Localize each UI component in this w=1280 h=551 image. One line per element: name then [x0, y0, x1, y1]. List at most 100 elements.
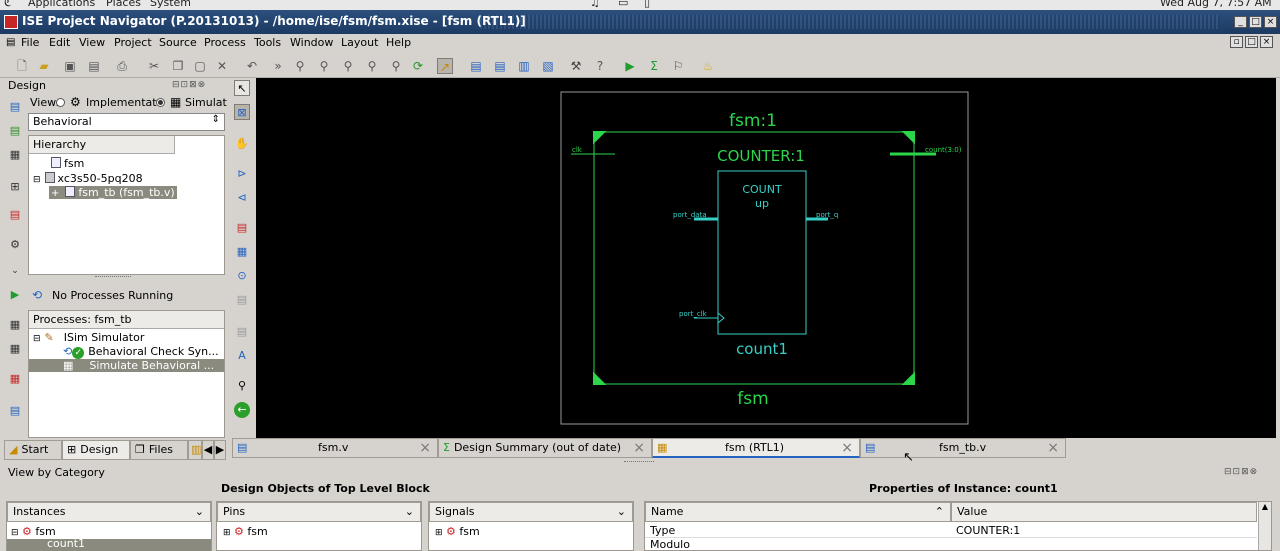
expand-icon[interactable]: +	[51, 188, 60, 199]
process-simulate[interactable]: ▦Simulate Behavioral ...	[29, 359, 224, 372]
save-icon[interactable]: ▣	[64, 59, 76, 73]
fsm-block[interactable]	[593, 131, 915, 385]
zoom-to-icon[interactable]: ⊙	[237, 269, 247, 282]
props-value-header[interactable]: Value	[951, 502, 1257, 522]
save-all-icon[interactable]: ▤	[88, 59, 100, 73]
telescope-icon[interactable]: ⚐	[672, 59, 684, 73]
battery-icon[interactable]: ▯	[644, 0, 651, 9]
find-icon[interactable]: ▤	[236, 293, 248, 306]
properties-icon[interactable]: ▤	[9, 208, 21, 221]
radio-simulation-label[interactable]: Simulat	[185, 96, 227, 109]
minimize-icon[interactable]: _	[1234, 16, 1247, 28]
tree-item-fsm-tb[interactable]: +fsm_tb (fsm_tb.v)	[49, 186, 177, 199]
mdi-restore-icon[interactable]: ▫	[1230, 36, 1243, 48]
go-back-icon[interactable]: ←	[234, 402, 250, 418]
cascade-icon[interactable]: ▤	[470, 59, 482, 73]
wrench-icon[interactable]: ⚒	[570, 59, 582, 73]
select-pointer-icon[interactable]: ↖	[234, 80, 250, 96]
process-step-icon[interactable]: ▦	[9, 342, 21, 355]
back-icon[interactable]: ⊲	[237, 191, 247, 204]
pin-fsm[interactable]: ⊞ ⚙ fsm	[223, 525, 268, 538]
menu-edit[interactable]: Edit	[49, 36, 71, 49]
close-tab-icon[interactable]: ×	[633, 440, 645, 456]
doc-tab-fsm-tb[interactable]: ▤fsm_tb.v×	[860, 438, 1066, 458]
network-icon[interactable]: ▭	[618, 0, 629, 9]
tile-horizontal-icon[interactable]: ▤	[494, 59, 506, 73]
clock[interactable]: Wed Aug 7, 7:57 AM	[1160, 0, 1272, 9]
menu-source[interactable]: Source	[159, 36, 197, 49]
places-menu[interactable]: Places	[106, 0, 141, 9]
menu-window[interactable]: Window	[290, 36, 334, 49]
scroll-up-icon[interactable]: ▲	[1261, 502, 1269, 511]
signal-fsm[interactable]: ⊞ ⚙ fsm	[435, 525, 480, 538]
doc-tab-fsm-v[interactable]: ▤fsm.v×	[232, 438, 438, 458]
expand-more-icon[interactable]: ⌄	[11, 266, 19, 276]
splitter-handle[interactable]	[95, 276, 131, 279]
app-menu-icon[interactable]: ▤	[6, 37, 16, 48]
add-copy-icon[interactable]: ▤	[9, 124, 21, 137]
zoom-in-icon[interactable]: ⚲	[295, 59, 305, 73]
mdi-maximize-icon[interactable]: □	[1245, 36, 1258, 48]
tab-scroll-left[interactable]: ◀	[202, 440, 214, 460]
tree-item-device[interactable]: ⊟xc3s50-5pq208	[33, 172, 143, 185]
close-tab-icon[interactable]: ×	[419, 440, 431, 456]
radio-implementation[interactable]	[56, 98, 65, 107]
process-view-icon[interactable]: ▤	[9, 404, 21, 417]
zoom-full-icon[interactable]: ⚲	[343, 59, 353, 73]
bottom-splitter-handle[interactable]	[624, 461, 654, 462]
instance-fsm[interactable]: ⊟ ⚙ fsm	[11, 525, 56, 538]
add-wire-icon[interactable]: ⊠	[234, 104, 250, 120]
system-menu[interactable]: System	[150, 0, 192, 9]
process-check-syntax[interactable]: ⟲✓Behavioral Check Syn...	[63, 345, 219, 359]
instance-count1[interactable]: count1	[7, 538, 211, 551]
count1-block[interactable]	[717, 170, 807, 335]
overflow-icon[interactable]: »	[274, 59, 282, 73]
close-tab-icon[interactable]: ×	[841, 440, 853, 456]
process-stop-icon[interactable]: ▦	[9, 372, 21, 385]
process-prop-icon[interactable]: ▦	[9, 318, 21, 331]
schematic-canvas[interactable]: fsm:1 fsm COUNTER:1 clk count(3:0) COUNT…	[256, 78, 1276, 438]
panel-controls-icon[interactable]: ⊟⊡⊠⊗	[172, 80, 207, 90]
prop-type-value[interactable]: COUNTER:1	[956, 524, 1021, 537]
zoom-area-icon[interactable]: ⚲	[367, 59, 377, 73]
sigma-icon[interactable]: Σ	[650, 59, 658, 73]
menu-view[interactable]: View	[79, 36, 106, 49]
instances-header[interactable]: Instances⌄	[7, 502, 211, 522]
push-in-icon[interactable]: ▦	[236, 245, 248, 258]
props-name-header[interactable]: Name⌃	[645, 502, 951, 522]
print-icon[interactable]: ⎙	[117, 59, 127, 73]
menu-process[interactable]: Process	[204, 36, 246, 49]
tree-item-fsm[interactable]: fsm	[51, 157, 84, 170]
help-cursor-icon[interactable]: ?	[596, 59, 604, 73]
add-source-icon[interactable]: ▤	[9, 100, 21, 113]
run-process-icon[interactable]: ▶	[10, 288, 20, 301]
props-scrollbar[interactable]: ▲	[1258, 502, 1271, 550]
collapse-icon[interactable]: ⊟	[11, 528, 19, 538]
undo-icon[interactable]: ↶	[246, 59, 258, 73]
doc-tab-rtl[interactable]: ▦fsm (RTL1)×	[652, 438, 860, 458]
close-tab-icon[interactable]: ×	[1047, 440, 1059, 456]
volume-icon[interactable]: ♫	[590, 0, 600, 9]
zoom-select-icon[interactable]: ⚲	[391, 59, 401, 73]
tab-scroll-right[interactable]: ▶	[214, 440, 226, 460]
refresh-icon[interactable]: ⟳	[412, 59, 424, 73]
expand-icon[interactable]: ⊞	[223, 528, 231, 538]
collapse-icon[interactable]: ⊟	[33, 334, 41, 344]
applications-menu[interactable]: Applications	[28, 0, 96, 9]
mdi-close-icon[interactable]: ×	[1260, 36, 1273, 48]
gnome-logo-icon[interactable]: ℭ	[4, 0, 12, 9]
collapse-icon[interactable]: ⊟	[33, 175, 41, 185]
cut-icon[interactable]: ✂	[148, 59, 160, 73]
delete-icon[interactable]: ✕	[216, 59, 228, 73]
tab-design[interactable]: ⊞Design	[62, 440, 130, 460]
view-select[interactable]: Behavioral ⇕	[28, 113, 225, 131]
radio-implementation-label[interactable]: Implementat	[86, 96, 157, 109]
lightbulb-icon[interactable]: ♨	[702, 59, 714, 73]
tile-vertical-icon[interactable]: ▥	[518, 59, 530, 73]
view-html-icon[interactable]: ▦	[9, 148, 21, 161]
forward-icon[interactable]: ⊳	[237, 167, 247, 180]
menu-file[interactable]: File	[21, 36, 40, 49]
zoom-out-icon[interactable]: ⚲	[319, 59, 329, 73]
mark-icon[interactable]: ▤	[236, 325, 248, 338]
